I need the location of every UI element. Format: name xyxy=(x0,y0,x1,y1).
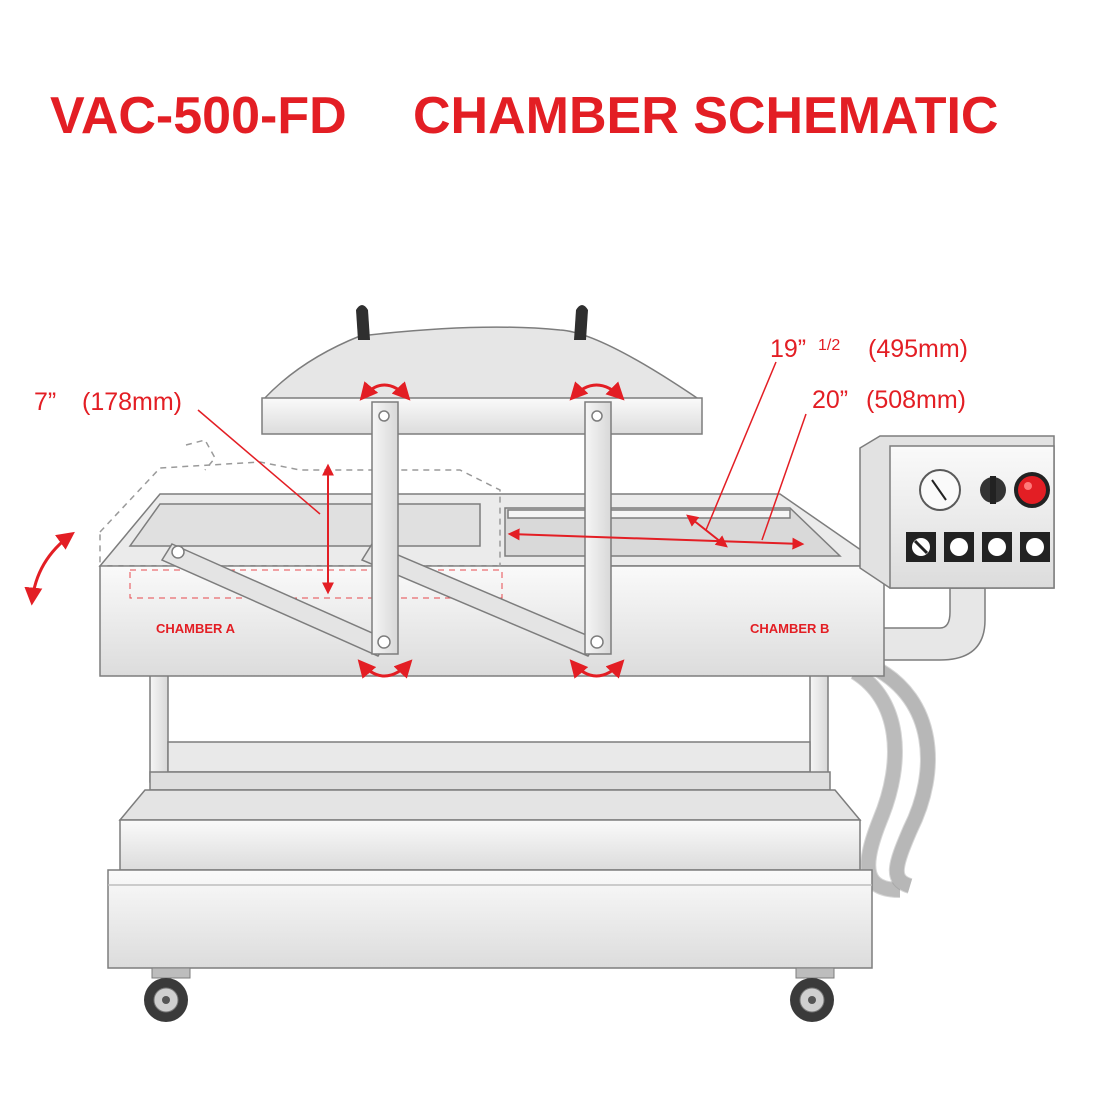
base-cabinet xyxy=(107,789,873,969)
rotation-arrows xyxy=(24,381,625,679)
title-text: CHAMBER SCHEMATIC xyxy=(413,87,998,145)
gauge-icon xyxy=(919,469,961,511)
chamber-b-label: CHAMBER B xyxy=(750,621,829,636)
lid-open-outline xyxy=(99,439,501,567)
chamber-a-label: CHAMBER A xyxy=(156,621,236,636)
vacuum-hoses xyxy=(850,660,936,898)
control-box xyxy=(859,435,1055,589)
dimension-width xyxy=(507,361,807,550)
knob-icon xyxy=(980,476,1006,504)
wheel-right xyxy=(790,967,835,1022)
control-pipe xyxy=(879,587,986,661)
outer-width-metric: (508mm) xyxy=(866,386,966,414)
height-metric: (178mm) xyxy=(82,388,182,416)
inner-width-value: 19” xyxy=(770,335,806,363)
dimension-height xyxy=(197,409,334,595)
title-model: VAC-500-FD xyxy=(50,87,347,145)
lid-open-outline-red xyxy=(129,569,503,599)
emergency-stop-icon xyxy=(1014,472,1050,508)
inner-width-metric: (495mm) xyxy=(868,335,968,363)
outer-width-value: 20” xyxy=(812,386,848,414)
swing-arms xyxy=(160,543,600,657)
wheel-left xyxy=(144,967,191,1022)
height-value: 7” xyxy=(34,388,56,416)
lid xyxy=(261,305,703,435)
lid-posts xyxy=(371,401,612,655)
stand-frame xyxy=(149,671,831,791)
control-buttons xyxy=(906,532,1050,562)
inner-width-fraction: 1/2 xyxy=(818,337,840,354)
